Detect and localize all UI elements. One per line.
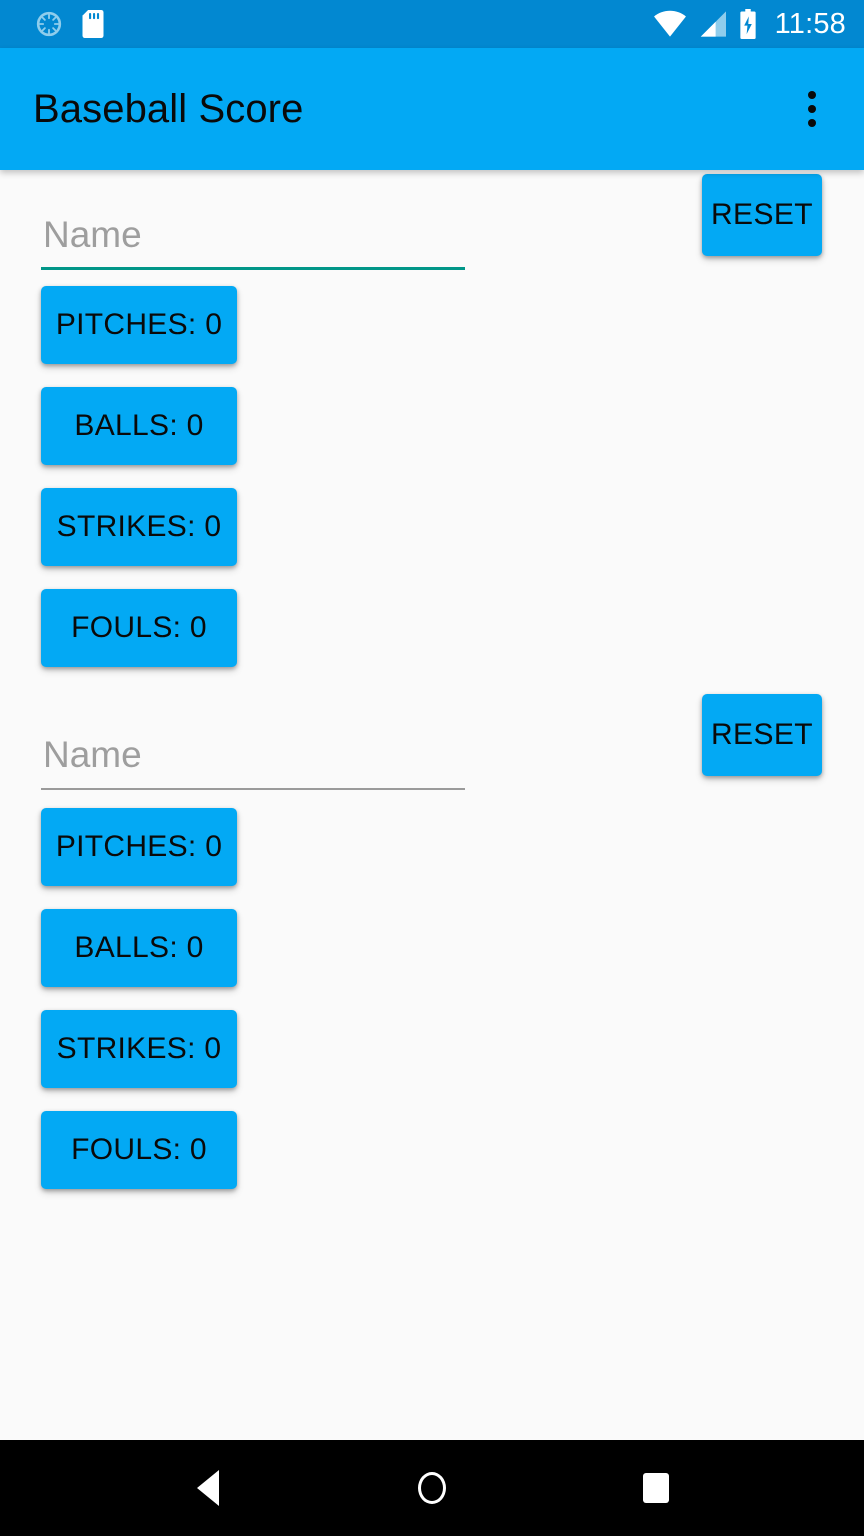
overflow-dot <box>808 105 816 113</box>
status-bar-right-icons: 11:58 <box>653 9 846 39</box>
overflow-dot <box>808 119 816 127</box>
team-1-strikes-button[interactable]: STRIKES: 0 <box>41 488 237 566</box>
battery-charging-icon <box>737 9 759 39</box>
home-button[interactable] <box>392 1440 472 1536</box>
app-bar: Baseball Score <box>0 48 864 170</box>
team-2-fouls-button[interactable]: FOULS: 0 <box>41 1111 237 1189</box>
team-2-reset-button[interactable]: RESET <box>702 694 822 776</box>
square-icon <box>643 1473 669 1503</box>
team-header-1: RESET <box>0 170 864 286</box>
wifi-icon <box>653 10 687 38</box>
team-1-reset-button[interactable]: RESET <box>702 174 822 256</box>
sync-progress-icon <box>36 11 62 37</box>
team-2-strikes-button[interactable]: STRIKES: 0 <box>41 1010 237 1088</box>
team-block-1: RESET PITCHES: 0 BALLS: 0 STRIKES: 0 FOU… <box>0 170 864 667</box>
recents-button[interactable] <box>616 1440 696 1536</box>
team-1-pitches-button[interactable]: PITCHES: 0 <box>41 286 237 364</box>
triangle-left-icon <box>197 1470 219 1506</box>
back-button[interactable] <box>168 1440 248 1536</box>
team-header-2: RESET <box>0 690 864 808</box>
scoreboard-content: RESET PITCHES: 0 BALLS: 0 STRIKES: 0 FOU… <box>0 170 864 1440</box>
overflow-dot <box>808 91 816 99</box>
cellular-signal-icon <box>696 10 728 38</box>
android-navigation-bar <box>0 1440 864 1536</box>
status-bar: 11:58 <box>0 0 864 48</box>
team-2-pitches-button[interactable]: PITCHES: 0 <box>41 808 237 886</box>
team-block-2: RESET PITCHES: 0 BALLS: 0 STRIKES: 0 FOU… <box>0 690 864 1189</box>
team-2-balls-button[interactable]: BALLS: 0 <box>41 909 237 987</box>
overflow-menu-icon[interactable] <box>784 73 840 145</box>
sd-card-icon <box>82 10 104 38</box>
team-1-name-input[interactable] <box>41 208 465 270</box>
team-2-name-input[interactable] <box>41 728 465 790</box>
team-1-stat-list: PITCHES: 0 BALLS: 0 STRIKES: 0 FOULS: 0 <box>0 286 864 667</box>
page-title: Baseball Score <box>33 87 304 131</box>
team-2-stat-list: PITCHES: 0 BALLS: 0 STRIKES: 0 FOULS: 0 <box>0 808 864 1189</box>
status-bar-clock: 11:58 <box>774 7 846 40</box>
circle-icon <box>418 1472 446 1504</box>
status-bar-left-icons <box>36 10 104 38</box>
team-1-balls-button[interactable]: BALLS: 0 <box>41 387 237 465</box>
team-1-fouls-button[interactable]: FOULS: 0 <box>41 589 237 667</box>
